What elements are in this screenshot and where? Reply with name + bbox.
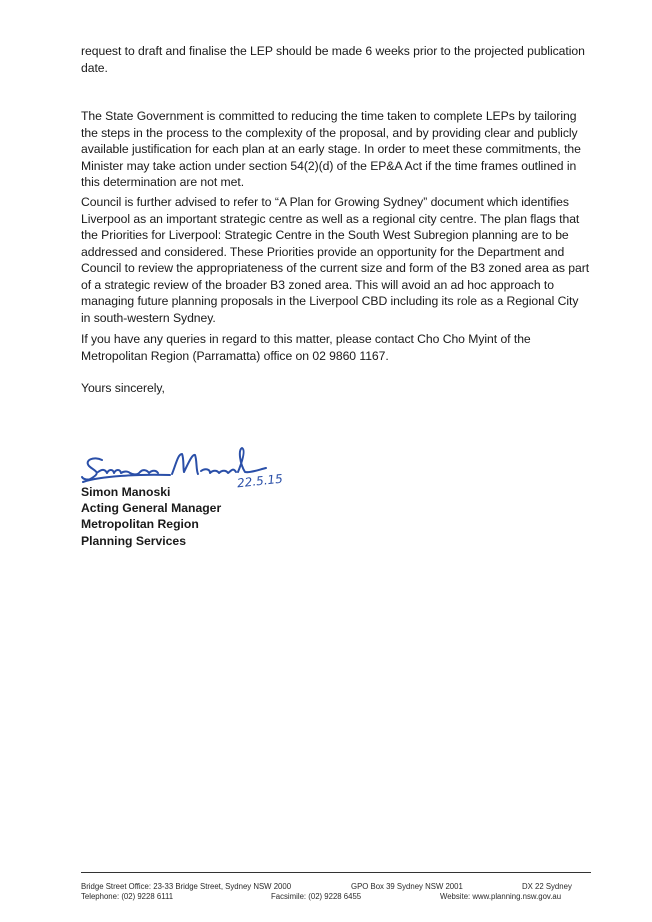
signatory-block: Simon Manoski Acting General Manager Met… [81, 484, 221, 549]
footer-telephone: Telephone: (02) 9228 6111 [81, 892, 174, 901]
footer-website-link[interactable]: Website: www.planning.nsw.gov.au [440, 892, 562, 901]
handwritten-signature [81, 447, 267, 483]
closing-salutation: Yours sincerely, [81, 381, 165, 395]
footer-divider [81, 872, 591, 873]
signatory-title: Acting General Manager [81, 501, 222, 516]
paragraph-contact: If you have any queries in regard to thi… [81, 332, 531, 363]
paragraph-lep-timing: request to draft and finalise the LEP sh… [81, 44, 585, 75]
footer-gpo-box: GPO Box 39 Sydney NSW 2001 [351, 882, 463, 891]
footer-dx: DX 22 Sydney [522, 882, 572, 891]
signatory-region: Metropolitan Region [81, 517, 199, 532]
signatory-division: Planning Services [81, 533, 186, 548]
footer-office-address: Bridge Street Office: 23-33 Bridge Stree… [81, 882, 292, 891]
paragraph-government-commitment: The State Government is committed to red… [81, 109, 581, 189]
footer-facsimile: Facsimile: (02) 9228 6455 [271, 892, 362, 901]
paragraph-plan-for-sydney: Council is further advised to refer to “… [81, 195, 590, 325]
signatory-name: Simon Manoski [81, 485, 171, 499]
